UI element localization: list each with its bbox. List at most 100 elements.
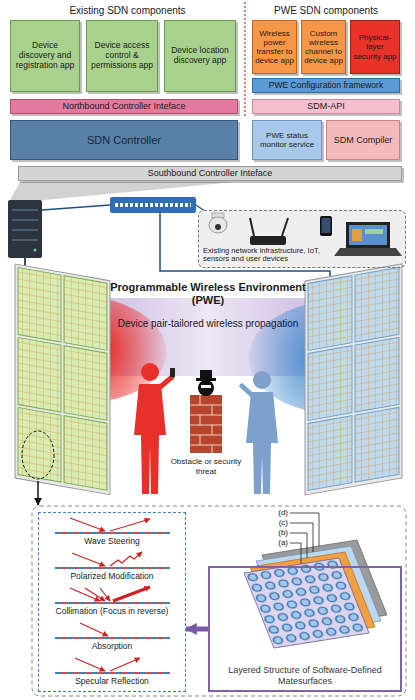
metasurface-panel-right <box>308 416 352 491</box>
phenomenon-surface <box>55 638 170 639</box>
node-text: Custom wireless channel to device app <box>304 29 343 66</box>
metasurface-panel-left <box>18 408 61 483</box>
metasurface-panel-left <box>15 264 110 495</box>
group-heading: PWE SDN components <box>252 5 400 17</box>
metasurface-panel-right <box>308 346 352 421</box>
phenomena-box: Wave SteeringPolarized ModificationColli… <box>38 512 186 692</box>
phenomenon-ray <box>110 552 142 566</box>
node-text: Northbound Controller Inteface <box>62 101 185 111</box>
metasurface-layer <box>244 558 369 648</box>
connector-arrow <box>186 627 208 632</box>
hacker-icon <box>201 385 211 388</box>
person-red <box>134 384 166 494</box>
phenomenon-surface <box>55 533 170 673</box>
obstacle-label: Obstacle or security threat <box>170 457 242 476</box>
group-heading: Existing SDN components <box>20 5 235 17</box>
person-red <box>141 363 159 381</box>
phenomenon-surface <box>55 603 170 604</box>
phenomenon-ray <box>110 658 140 671</box>
person-blue <box>242 386 253 396</box>
phenomenon-surface <box>55 672 170 674</box>
sdn-app-box: Device access control & permissions app <box>86 20 158 92</box>
obstacle-wall <box>190 395 222 453</box>
person-red <box>170 368 175 377</box>
node-text: Layered Structure of Software-Defined Ma… <box>216 665 394 686</box>
server-icon <box>12 210 38 240</box>
zoom-callout <box>22 431 54 505</box>
phenomenon-surface <box>55 532 170 534</box>
phenomenon-surface <box>55 637 170 639</box>
laptop-icon <box>334 248 402 256</box>
phone-icon <box>320 216 332 236</box>
framework-band: PWE Configuration framework <box>252 78 400 93</box>
zoom-callout <box>37 481 39 505</box>
metasurface-panel-left <box>64 346 107 421</box>
device-area <box>198 210 406 268</box>
phone-icon <box>322 218 331 233</box>
phenomenon-surface <box>55 672 170 674</box>
component-divider <box>245 2 246 116</box>
network-wire <box>24 258 26 266</box>
router-icon <box>250 218 288 245</box>
server-icon <box>8 200 42 258</box>
node-text: Existing network infrastructure, IoT, se… <box>203 247 331 264</box>
phenomenon-ray <box>110 519 150 531</box>
phenomenon-surface <box>55 673 170 674</box>
hacker-icon <box>200 370 212 379</box>
router-icon <box>282 218 288 236</box>
network-wire <box>42 205 110 210</box>
obstacle-wall <box>190 395 222 453</box>
metasurface-panel-right <box>355 337 399 412</box>
phenomenon-surface <box>55 602 170 604</box>
phenomenon-surface <box>55 567 170 569</box>
metasurface-panel-left <box>64 276 107 351</box>
node-text: Southbound Controller Inteface <box>148 168 273 178</box>
component-divider <box>244 2 245 116</box>
pwe-app-box: Physical-layer security app <box>350 20 400 74</box>
node-text: Device discovery and registration app <box>13 41 77 70</box>
metasurface-panel-right <box>308 276 352 351</box>
layer-leader <box>290 533 307 558</box>
metasurface-panel-right <box>355 407 399 482</box>
metasurface-panel-left <box>15 264 110 495</box>
phenomenon-surface <box>55 533 170 534</box>
laptop-icon <box>346 222 390 248</box>
layer-leader <box>290 543 301 564</box>
hacker-icon <box>198 380 214 396</box>
phenomenon-ray <box>100 588 110 601</box>
phenomenon-ray <box>113 587 150 601</box>
phenomenon-surface <box>55 567 170 569</box>
node-text: SDM-API <box>307 101 345 111</box>
person-red <box>134 363 175 494</box>
metasurface-panel-right <box>305 264 402 495</box>
phenomenon-ray <box>70 518 105 531</box>
sdn-app-box: Device location discovery app <box>164 20 236 92</box>
phenomenon-surface <box>55 602 170 604</box>
phenomenon-surface <box>55 568 170 569</box>
person-red <box>159 377 172 388</box>
phenomenon-surface <box>55 532 170 534</box>
device-area <box>198 210 406 268</box>
server-icon <box>8 200 42 258</box>
compiler-box: SDM Compiler <box>326 120 400 160</box>
interface-band: Southbound Controller Inteface <box>18 166 402 181</box>
node-text: SDN Controller <box>87 134 161 147</box>
node-text: Wave Steering <box>39 537 185 547</box>
layer-callout: (b) <box>258 528 288 538</box>
phenomenon-ray <box>80 623 108 636</box>
zoom-callout <box>22 431 54 479</box>
node-text: Physical-layer security app <box>353 33 397 61</box>
person-blue <box>253 371 271 389</box>
node-text: SDM Compiler <box>334 135 393 145</box>
hacker-icon <box>196 370 216 396</box>
metasurface-panel-right <box>305 264 402 495</box>
infrastructure-box: Existing network infrastructure, IoT, se… <box>198 210 406 268</box>
camera-icon <box>209 213 227 233</box>
metasurface-box: Layered Structure of Software-Defined Ma… <box>208 566 402 692</box>
node-text: Wireless power transfer to device app <box>255 29 294 66</box>
metasurface-panel-left <box>18 268 61 343</box>
metasurface-layer <box>244 540 387 648</box>
network-switch <box>115 203 191 207</box>
phenomenon-surface <box>55 637 170 639</box>
